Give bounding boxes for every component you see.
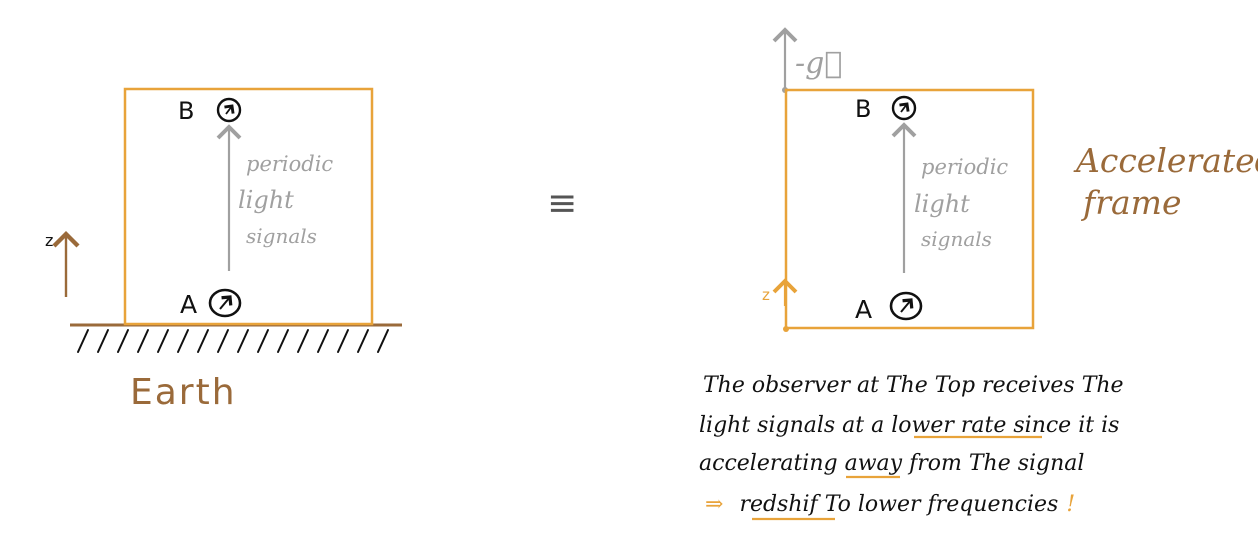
z-axis-label: z — [762, 286, 770, 304]
explanation-line3: accelerating away from The signal — [699, 451, 1084, 476]
explanation-line3-post: from The signal — [902, 451, 1084, 476]
accelerated-box — [784, 88, 1035, 330]
box-bottom-corner-dot — [783, 326, 789, 332]
label-a: A — [855, 295, 872, 324]
implies-arrow: ⇒ — [705, 492, 723, 517]
explanation-line2-post: since it is — [1006, 413, 1119, 438]
explanation-line4: ⇒ redshif To lower frequencies! — [705, 492, 1075, 517]
earth-label: Earth — [130, 372, 237, 413]
signals-label-line1: periodic — [921, 155, 1008, 179]
explanation-line1: The observer at The Top receives The — [703, 373, 1124, 398]
explanation-block: The observer at The Top receives The lig… — [699, 373, 1124, 521]
clock-a-icon — [889, 291, 923, 321]
clock-a-icon — [208, 288, 242, 318]
highlight-lower-rate: lower rate — [891, 413, 1006, 438]
signals-label-line3: signals — [246, 224, 317, 248]
explanation-line2: light signals at a lower rate since it i… — [699, 413, 1119, 438]
accelerated-frame-panel: -g⃗ B periodic light signals A z Acceler… — [762, 27, 1258, 332]
signals-label-line2: light — [914, 190, 970, 218]
label-b: B — [855, 95, 871, 123]
signals-label-line2: light — [238, 186, 294, 214]
highlight-away: away — [845, 451, 903, 476]
explanation-line4-post: To lower frequencies — [818, 492, 1059, 517]
earth-frame-panel: B periodic light signals A z Earth — [45, 87, 402, 413]
label-a: A — [180, 290, 197, 319]
highlight-redshif: redshif — [739, 492, 821, 517]
clock-b-icon — [891, 95, 917, 121]
signals-label-line3: signals — [921, 227, 992, 251]
exclamation-mark: ! — [1066, 492, 1075, 517]
frame-label-line2: frame — [1080, 183, 1181, 222]
explanation-line3-pre: accelerating — [699, 451, 845, 476]
equivalence-sign: ≡ — [547, 183, 577, 224]
ground-hatching — [77, 329, 389, 353]
explanation-line2-pre: light signals at a — [699, 413, 891, 438]
signals-label-line1: periodic — [246, 152, 333, 176]
frame-label-line1: Accelerated — [1073, 141, 1258, 180]
z-axis-label: z — [45, 231, 53, 250]
minus-g-label: -g⃗ — [795, 46, 842, 81]
clock-b-icon — [216, 97, 242, 123]
earth-tower-box — [123, 87, 374, 326]
label-b: B — [178, 97, 194, 125]
